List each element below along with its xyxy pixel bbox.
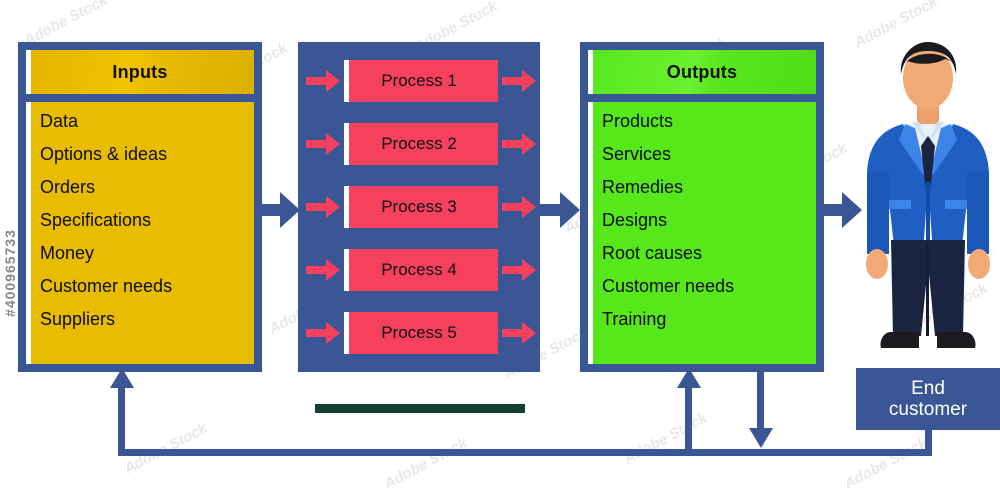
process-row[interactable]: Process 1	[298, 60, 540, 102]
process-label: Process 3	[381, 197, 457, 216]
process-row[interactable]: Process 4	[298, 249, 540, 291]
outputs-body: Products Services Remedies Designs Root …	[588, 102, 816, 364]
process-bar	[344, 312, 498, 354]
arrow-right-icon	[306, 196, 340, 218]
process-bar	[344, 123, 498, 165]
feedback-line-horizontal	[118, 449, 932, 456]
list-item: Remedies	[602, 177, 684, 197]
list-item: Services	[602, 144, 672, 164]
feedback-line-customer-drop	[925, 430, 932, 456]
inputs-body-stripe	[26, 102, 31, 364]
process-stripe	[344, 186, 349, 228]
feedback-arrow-up-inputs	[110, 368, 134, 388]
process-label: Process 1	[381, 71, 457, 90]
list-item: Designs	[602, 210, 668, 230]
list-item: Products	[602, 111, 674, 131]
inputs-body-fill	[31, 102, 254, 364]
arrow-right-icon	[306, 322, 340, 344]
arrow-right-icon	[502, 259, 536, 281]
process-panel[interactable]: Process 1 Process 2 Process 3	[298, 42, 540, 372]
watermark-brand: Adobe Stock	[621, 409, 711, 468]
process-bar	[344, 186, 498, 228]
list-item: Customer needs	[40, 276, 173, 296]
watermark-stock-id: #400965733	[1, 229, 18, 317]
list-item: Training	[602, 309, 667, 329]
arrow-right-icon	[306, 259, 340, 281]
end-customer-box[interactable]: End customer	[856, 368, 1000, 430]
list-item: Suppliers	[40, 309, 116, 329]
outputs-header: Outputs	[588, 50, 816, 94]
watermark-brand: Adobe Stock	[381, 434, 471, 493]
feedback-line-down-shaft	[757, 372, 764, 430]
businessman-figure-icon	[866, 42, 990, 348]
outputs-panel[interactable]: Outputs Products Services Remedies Desig…	[580, 42, 824, 372]
list-item: Money	[40, 243, 95, 263]
list-item: Specifications	[40, 210, 152, 230]
process-bar	[344, 249, 498, 291]
list-item: Data	[40, 111, 79, 131]
arrow-right-icon	[502, 196, 536, 218]
arrow-right-icon	[306, 70, 340, 92]
feedback-line-left-riser	[118, 386, 125, 454]
inputs-header: Inputs	[26, 50, 254, 94]
feedback-arrow-up-outputs	[677, 368, 701, 388]
process-row[interactable]: Process 2	[298, 123, 540, 165]
end-customer-line1: End	[911, 377, 945, 399]
process-label: Process 5	[381, 323, 457, 342]
inputs-header-stripe	[26, 50, 31, 94]
inputs-list: Data Options & ideas Orders Specificatio…	[26, 102, 254, 328]
divider-bar	[315, 404, 525, 413]
process-stripe	[344, 123, 349, 165]
process-stripe	[344, 249, 349, 291]
outputs-header-label: Outputs	[666, 61, 738, 82]
arrow-right-icon	[306, 133, 340, 155]
list-item: Customer needs	[602, 276, 735, 296]
process-bar	[344, 60, 498, 102]
process-row[interactable]: Process 3	[298, 186, 540, 228]
arrow-process-to-outputs	[540, 192, 580, 228]
arrow-outputs-to-customer	[824, 192, 862, 228]
process-stripe	[344, 312, 349, 354]
list-item: Options & ideas	[40, 144, 168, 164]
outputs-header-stripe	[588, 50, 593, 94]
arrow-inputs-to-process	[262, 192, 300, 228]
process-label: Process 4	[381, 260, 457, 279]
inputs-header-label: Inputs	[112, 61, 168, 82]
list-item: Root causes	[602, 243, 703, 263]
outputs-header-fill	[593, 50, 816, 94]
outputs-list: Products Services Remedies Designs Root …	[588, 102, 816, 328]
outputs-body-fill	[593, 102, 816, 364]
inputs-header-fill	[31, 50, 254, 94]
inputs-body: Data Options & ideas Orders Specificatio…	[26, 102, 254, 364]
inputs-panel[interactable]: Inputs Data Options & ideas Orders Speci…	[18, 42, 262, 372]
list-item: Orders	[40, 177, 96, 197]
end-customer-label: End customer	[889, 378, 967, 421]
arrow-right-icon	[502, 322, 536, 344]
arrow-right-icon	[502, 70, 536, 92]
process-stripe	[344, 60, 349, 102]
arrow-right-icon	[502, 133, 536, 155]
feedback-arrow-down	[749, 428, 773, 448]
end-customer-line2: customer	[888, 399, 968, 420]
watermark-brand: Adobe Stock	[841, 434, 931, 493]
process-label: Process 2	[381, 134, 457, 153]
outputs-body-stripe	[588, 102, 593, 364]
feedback-line-outputs-riser	[685, 386, 692, 454]
process-row[interactable]: Process 5	[298, 312, 540, 354]
